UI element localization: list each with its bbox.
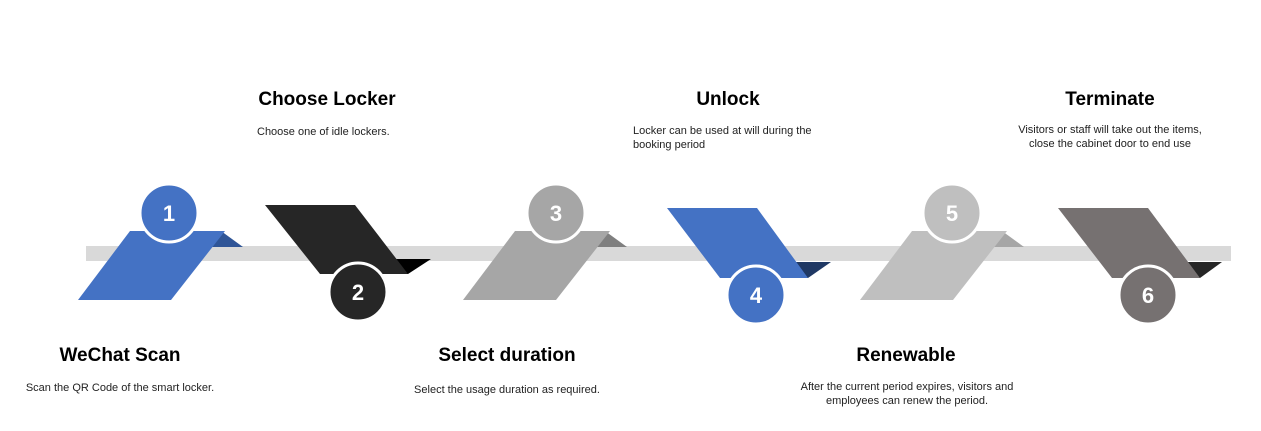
step-6-circle	[1117, 264, 1179, 326]
step-1-parallelogram	[78, 231, 225, 300]
step-2-title: Choose Locker	[258, 89, 396, 110]
step-1-shape: 1	[78, 182, 243, 300]
step-4-title: Unlock	[696, 89, 760, 110]
step-3-circle	[525, 182, 587, 244]
step-1-circle	[138, 182, 200, 244]
step-3-parallelogram	[463, 231, 610, 300]
step-4-shape: 4	[667, 208, 831, 326]
step-1-number: 1	[163, 201, 175, 226]
step-2-shape: 2	[265, 205, 431, 323]
step-6-shape: 6	[1058, 208, 1222, 326]
step-3-shape: 3	[463, 182, 627, 300]
step-5-parallelogram	[860, 231, 1007, 300]
step-5-shape: 5	[860, 182, 1024, 300]
step-4-parallelogram	[667, 208, 808, 278]
step-3-title: Select duration	[438, 345, 576, 366]
timeline-track	[86, 246, 1231, 261]
step-2-circle	[327, 261, 389, 323]
step-1-description: Scan the QR Code of the smart locker.	[25, 382, 215, 394]
step-2-description: Choose one of idle lockers.	[257, 126, 390, 138]
step-6-number: 6	[1142, 283, 1154, 308]
step-2-parallelogram	[265, 205, 408, 274]
step-2-number: 2	[352, 280, 364, 305]
step-5-description: After the current period expires, visito…	[800, 381, 1014, 407]
step-4-number: 4	[750, 283, 763, 308]
step-3-description: Select the usage duration as required.	[414, 384, 600, 396]
step-4-circle	[725, 264, 787, 326]
step-6-description: Visitors or staff will take out the item…	[1018, 124, 1202, 150]
step-1-title: WeChat Scan	[59, 345, 181, 366]
step-6-title: Terminate	[1065, 89, 1155, 110]
step-5-number: 5	[946, 201, 958, 226]
step-4-description: Locker can be used at will during the bo…	[633, 125, 812, 151]
step-5-circle	[921, 182, 983, 244]
step-5-title: Renewable	[856, 345, 956, 366]
step-6-parallelogram	[1058, 208, 1200, 278]
step-3-number: 3	[550, 201, 562, 226]
